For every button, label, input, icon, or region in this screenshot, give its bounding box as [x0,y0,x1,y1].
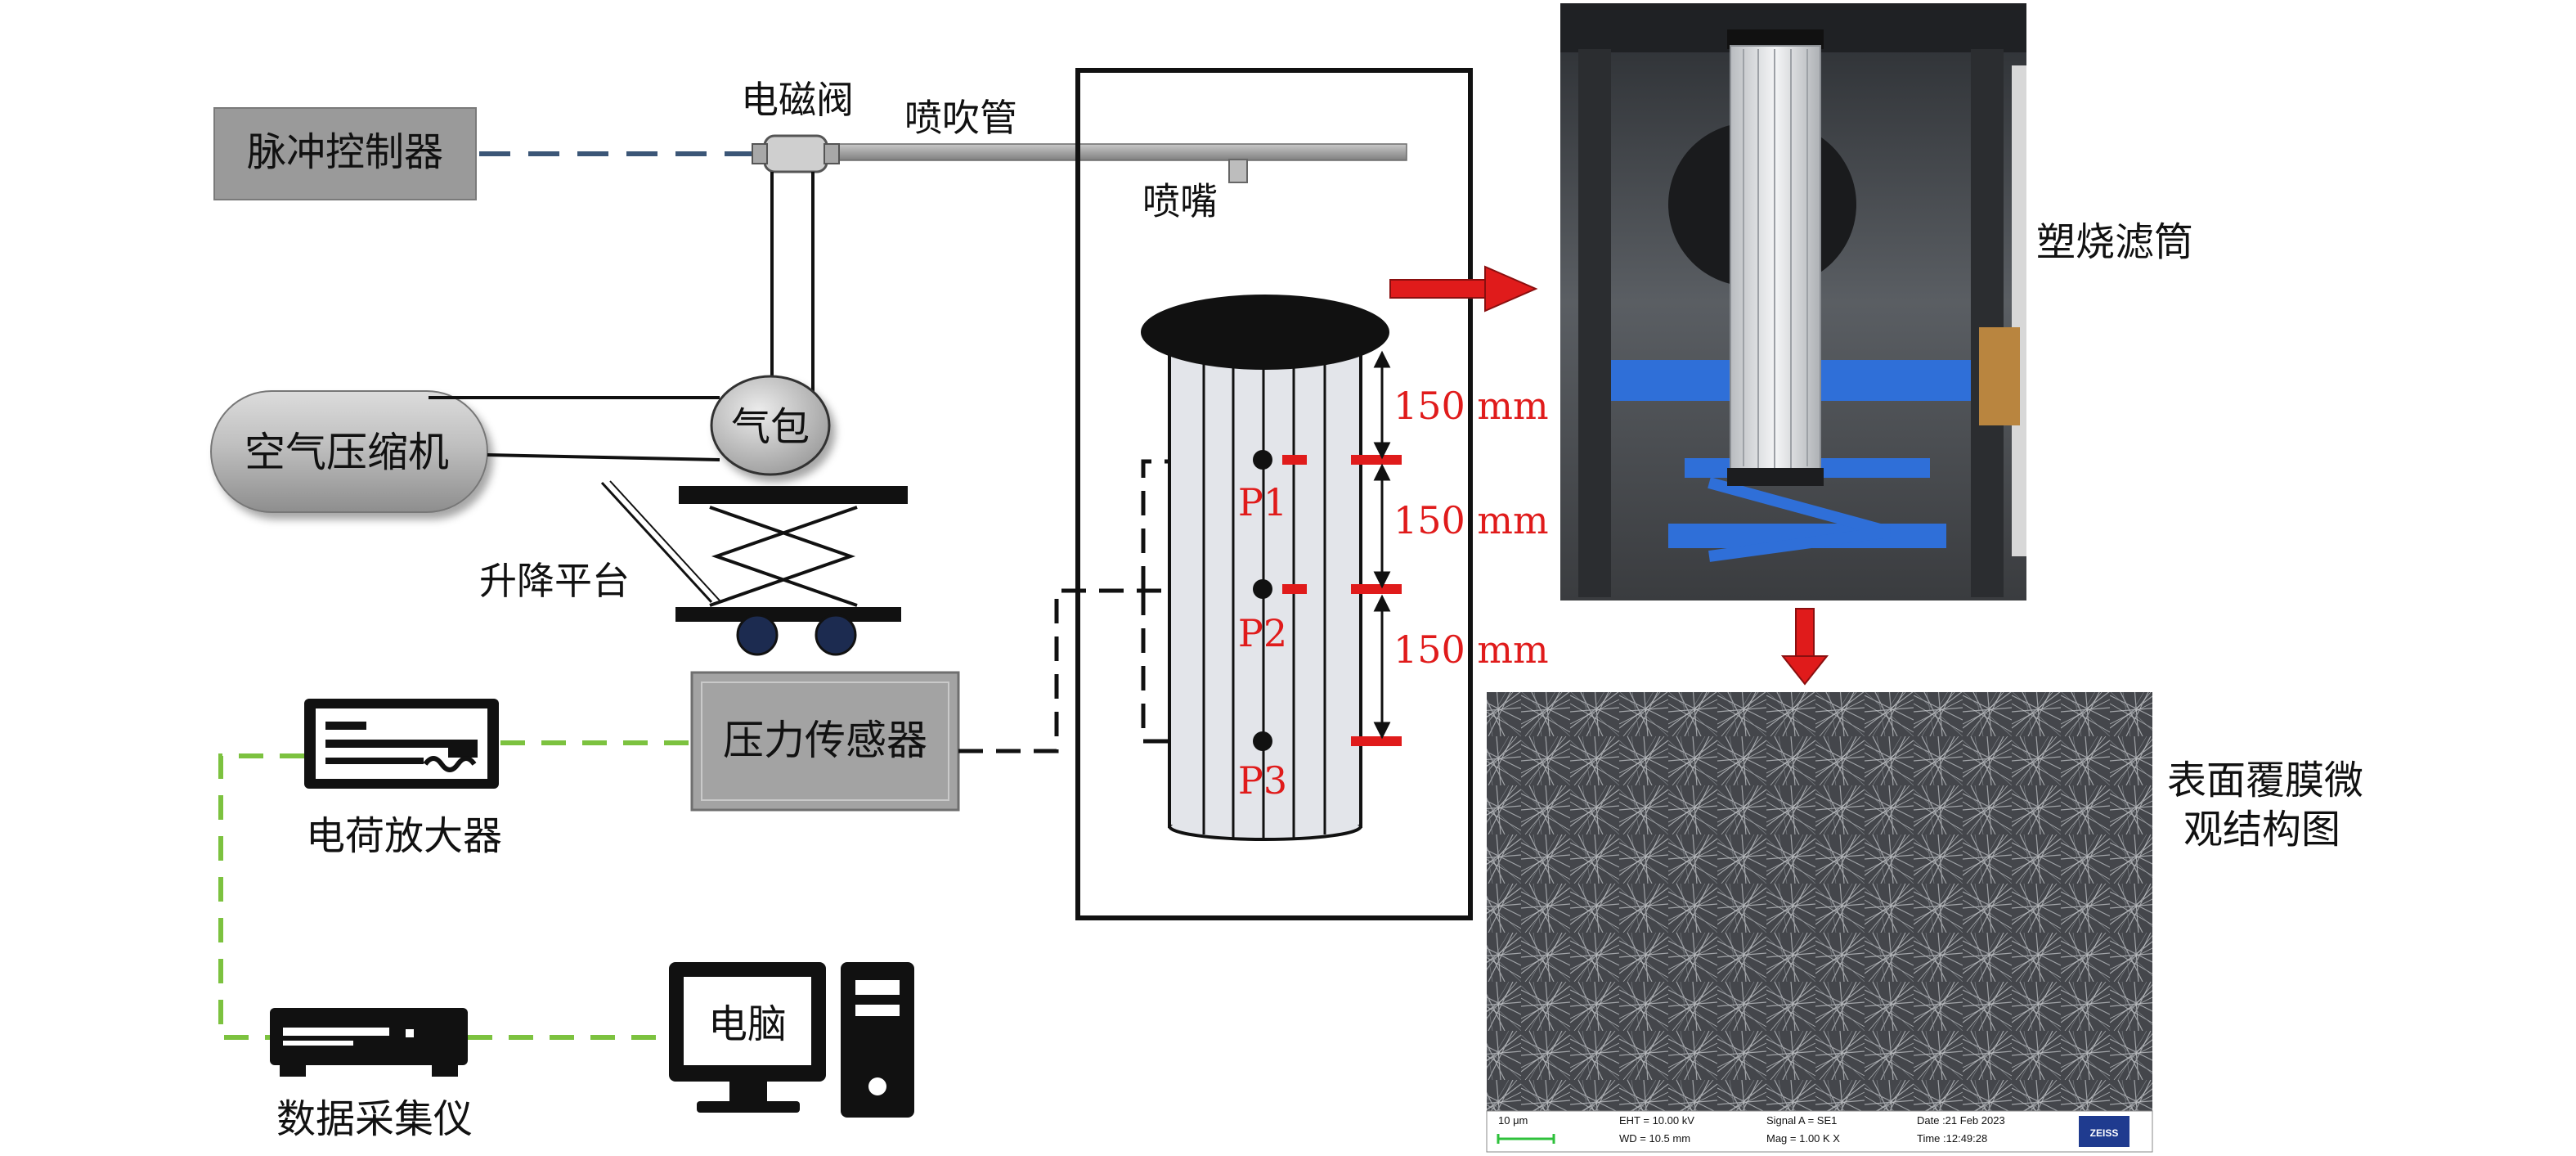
computer-icon [669,962,914,1118]
nozzle-icon [1228,159,1248,183]
pulse-controller-box: 脉冲控制器 [213,107,477,200]
charge-amplifier-icon [304,699,499,789]
pressure-sensor-box [690,671,960,812]
air-compressor-label: 空气压缩机 [245,429,449,476]
measure-point-p2: P2 [1238,579,1307,655]
surface-membrane-label-line1: 表面覆膜微 [2167,758,2363,803]
compressor-pipe-bottom [487,453,720,461]
air-bag-label: 气包 [731,404,810,450]
p3-label: P3 [1238,758,1287,803]
pressure-sensor-label: 压力传感器 [723,717,927,764]
filter-photo [1560,3,2026,600]
sem-signal: Signal A = SE1 [1766,1114,1837,1127]
dimension-label-1: 150 mm [1393,384,1549,428]
arrow-to-sem [1780,608,1829,686]
sem-micrograph: 10 μm EHT = 10.00 kV WD = 10.5 mm Signal… [1486,692,2153,1153]
pulse-controller-label: 脉冲控制器 [247,129,443,175]
lift-platform-leader [600,481,713,604]
nozzle-label: 喷嘴 [1142,179,1218,223]
p1-label: P1 [1238,480,1287,524]
amplifier-daq-line [218,753,304,1040]
sem-time: Time :12:49:28 [1917,1132,1987,1145]
dimension-label-2: 150 mm [1393,498,1549,542]
dimension-markers [1351,350,1402,746]
computer-label: 电脑 [708,1001,787,1047]
data-acquisition-label: 数据采集仪 [276,1096,473,1142]
sintered-filter-label: 塑烧滤筒 [2036,219,2193,265]
air-bag [710,375,831,476]
measure-point-p1: P1 [1238,450,1307,524]
measure-point-p3: P3 [1238,731,1287,803]
sem-wd: WD = 10.5 mm [1619,1132,1690,1145]
air-compressor-tank [210,390,488,513]
solenoid-valve-label: 电磁阀 [741,78,854,122]
sem-scale-label: 10 μm [1498,1114,1528,1127]
lift-platform [675,486,908,656]
arrow-to-photo [1389,265,1538,313]
charge-amplifier-label: 电荷放大器 [306,813,502,859]
sem-date: Date :21 Feb 2023 [1917,1114,2005,1127]
blow-pipe [784,143,1407,161]
data-acquisition-icon [270,1008,468,1077]
p2-label: P2 [1238,611,1287,655]
sem-eht: EHT = 10.00 kV [1619,1114,1694,1127]
lift-platform-label: 升降平台 [479,559,630,603]
zeiss-logo: ZEISS [2090,1127,2119,1139]
solenoid-valve-icon [752,134,840,173]
dimension-label-3: 150 mm [1393,627,1549,672]
surface-membrane-label-line2: 观结构图 [2183,807,2340,852]
sem-mag: Mag = 1.00 K X [1766,1132,1840,1145]
blow-pipe-label: 喷吹管 [904,96,1017,140]
test-chamber-frame [1075,68,1473,920]
